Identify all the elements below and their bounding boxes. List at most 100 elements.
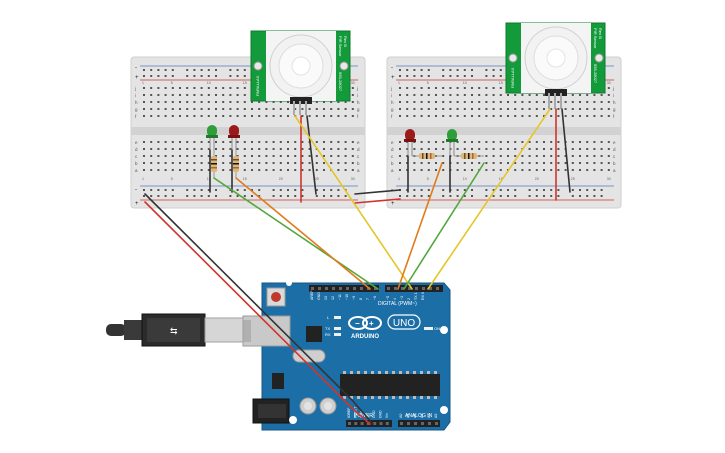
led-rx-label: RX	[325, 332, 331, 337]
column-number: 25	[315, 177, 319, 181]
wire-red-power	[144, 201, 371, 425]
column-number: 15	[243, 177, 247, 181]
svg-text:+: +	[391, 75, 395, 81]
column-number: 25	[571, 177, 575, 181]
row-letter: i	[357, 93, 358, 98]
row-letter: i	[135, 93, 136, 98]
analog-pin-label: A0	[399, 414, 403, 418]
power-pin-label: Vin	[385, 413, 389, 418]
led-green-left	[206, 125, 218, 150]
analog-pin-label: A1	[406, 414, 410, 418]
column-number: 1	[142, 177, 144, 181]
row-letter: b	[357, 161, 360, 166]
row-letter: a	[135, 168, 138, 173]
row-letter: g	[357, 107, 360, 112]
row-letter: a	[613, 168, 616, 173]
pir-left-rev: Rev B	[343, 36, 348, 47]
resistor-right-2	[454, 153, 484, 159]
digital-pin-label: GND	[317, 292, 321, 300]
board-model: UNO	[393, 318, 415, 329]
wire-black-bridge	[354, 189, 401, 195]
power-label: POWER	[354, 413, 373, 419]
row-letter: i	[613, 93, 614, 98]
row-letter: b	[391, 161, 394, 166]
analog-header	[398, 420, 440, 427]
digital-pin-label: 4	[393, 298, 397, 300]
digital-pin-label: 7	[366, 298, 370, 300]
row-letter: g	[135, 107, 138, 112]
column-number: 5	[171, 177, 173, 181]
row-letter: d	[613, 147, 616, 152]
digital-pin-label: 13	[324, 296, 328, 300]
column-number: 10	[463, 177, 467, 181]
row-letter: j	[612, 86, 614, 91]
digital-pin-label: 8	[359, 298, 363, 300]
svg-text:+: +	[135, 201, 139, 207]
led-red-left	[228, 125, 240, 150]
digital-header-high	[309, 285, 379, 292]
wire-orange-left	[235, 177, 371, 290]
digital-header-low	[385, 285, 443, 292]
digital-pin-label: ~9	[352, 296, 356, 300]
arduino-uno-board: − + UNO ARDUINO DIGITAL (PWM~) POWER ANA…	[242, 280, 451, 431]
power-pin-label: GND	[372, 410, 376, 418]
column-number: 15	[243, 81, 247, 85]
wire-black-pir-left	[306, 115, 317, 195]
analog-label: ANALOG IN	[405, 413, 433, 419]
row-letter: a	[391, 168, 394, 173]
column-number: 10	[463, 81, 467, 85]
row-letter: c	[357, 154, 360, 159]
row-letter: d	[135, 147, 138, 152]
row-letter: j	[356, 86, 358, 91]
usb-symbol-icon: ⇆	[170, 326, 178, 336]
column-number: 1	[398, 81, 400, 85]
row-letter: b	[135, 161, 138, 166]
digital-pin-label: ~5	[386, 296, 390, 300]
row-letter: e	[391, 140, 394, 145]
column-number: 5	[427, 177, 429, 181]
pir-left-sub: PIR Sensor	[338, 36, 343, 57]
row-letter: f	[613, 114, 615, 119]
row-letter: c	[391, 154, 394, 159]
row-letter: h	[613, 100, 616, 105]
usb-cable: ⇆	[106, 313, 244, 347]
arduino-logo-icon	[348, 316, 368, 330]
wire-green-left	[213, 177, 379, 290]
digital-pin-label: ~10	[345, 294, 349, 300]
board-brand: ARDUINO	[351, 334, 379, 340]
svg-text:-: -	[135, 187, 137, 193]
resistor-right-1	[412, 153, 442, 159]
column-number: 15	[499, 81, 503, 85]
atmega-chip	[340, 374, 440, 396]
digital-pin-label: TX 1	[414, 292, 418, 300]
led-green-right	[446, 129, 458, 156]
pir-left-code: 555-28027	[338, 72, 343, 92]
row-letter: d	[357, 147, 360, 152]
pir-left-brand: PARALLAX	[255, 75, 260, 96]
digital-pin-label: 2	[407, 298, 411, 300]
power-pin-label: GND	[379, 410, 383, 418]
row-letter: h	[391, 100, 394, 105]
digital-pin-label: ~6	[373, 296, 377, 300]
digital-label: DIGITAL (PWM~)	[378, 301, 417, 307]
analog-pin-label: A4	[427, 414, 431, 418]
row-letter: c	[613, 154, 616, 159]
pir-right-sub: PIR Sensor	[593, 28, 598, 49]
digital-pin-label: ~11	[338, 294, 342, 300]
svg-text:+: +	[369, 319, 374, 328]
wires	[144, 108, 571, 425]
column-number: 20	[535, 177, 539, 181]
wire-black-pir-right	[561, 108, 571, 193]
row-letter: f	[357, 114, 359, 119]
led-on-label: ON	[434, 326, 440, 331]
led-red-right	[404, 129, 416, 156]
column-number: 5	[171, 81, 173, 85]
digital-pin-label: ~3	[400, 296, 404, 300]
led-l-label: L	[327, 315, 330, 320]
pir-sensor-left: PARALLAX PIR Sensor Rev B 555-28027	[250, 30, 351, 115]
digital-pin-label: AREF	[310, 290, 314, 300]
row-letter: f	[135, 114, 137, 119]
pir-right-code: 555-28027	[593, 64, 598, 84]
power-pin-label: 5V	[366, 413, 370, 418]
